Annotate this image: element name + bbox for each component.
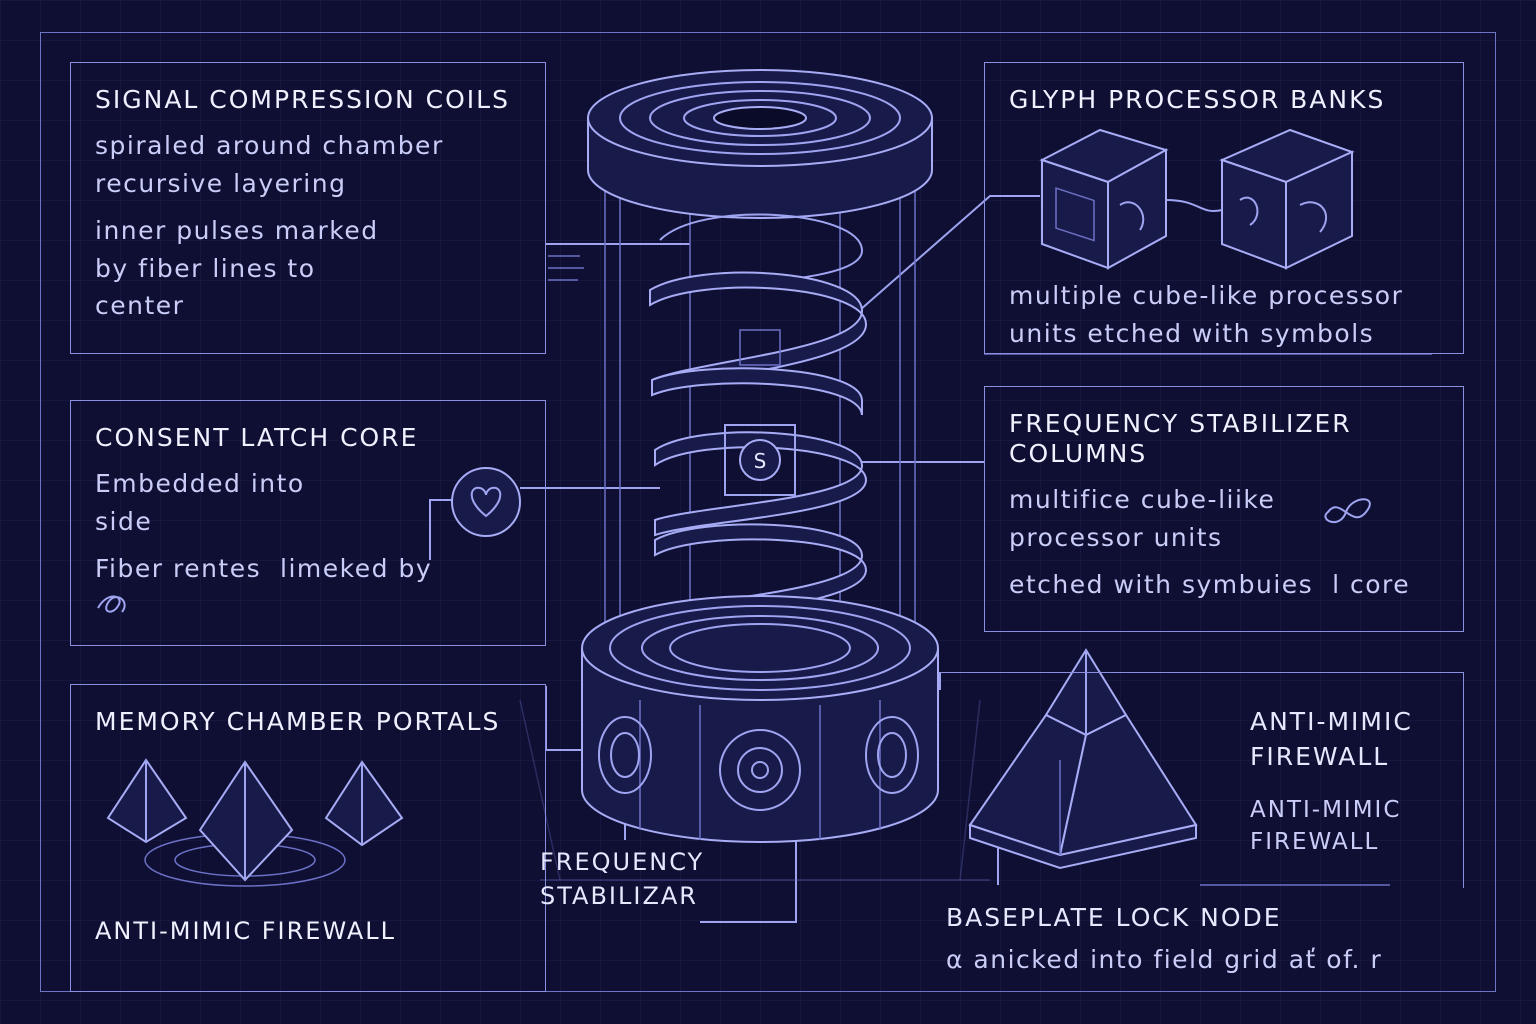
memory-chamber-panel: MEMORY CHAMBER PORTALS ANTI-MIMIC FIREWA… — [70, 684, 546, 992]
baseplate-text: α anicked into field grid ať of. r — [946, 942, 1382, 977]
baseplate-title: BASEPLATE LOCK NODE — [946, 900, 1282, 935]
panel-text: by fiber lines to — [95, 250, 521, 288]
panel-title: FREQUENCY STABILIZER — [1009, 409, 1439, 439]
panel-text: center — [95, 287, 521, 325]
anti-mimic-title: ANTI-MIMIC FIREWALL — [1250, 704, 1413, 774]
panel-text: multiple cube-like processor — [1009, 277, 1439, 315]
panel-text: units etched with symbols — [1009, 315, 1439, 353]
tick-marks — [548, 256, 584, 280]
panel-caption: ANTI-MIMIC FIREWALL — [95, 917, 396, 946]
frequency-stabilizar-label: FREQUENCY STABILIZAR — [540, 846, 704, 913]
panel-text: multifice cube-liike — [1009, 481, 1439, 519]
panel-title: MEMORY CHAMBER PORTALS — [95, 707, 521, 737]
panel-title: GLYPH PROCESSOR BANKS — [1009, 85, 1439, 115]
top-ring — [588, 70, 932, 218]
core-symbol-text: S — [754, 449, 767, 473]
spiral-coils — [650, 215, 866, 625]
panel-text: Embedded into — [95, 465, 521, 503]
anti-mimic-subtitle: ANTI-MIMIC FIREWALL — [1250, 794, 1401, 858]
panel-text: inner pulses marked — [95, 212, 521, 250]
panel-text: recursive layering — [95, 165, 521, 203]
panel-title: CONSENT LATCH CORE — [95, 423, 521, 453]
chamber-rails — [605, 180, 915, 660]
glyph-processor-panel: GLYPH PROCESSOR BANKS multiple cube-like… — [984, 62, 1464, 354]
panel-text: etched with symbuies l core — [1009, 566, 1439, 604]
panel-text: spiraled around chamber — [95, 127, 521, 165]
base-drum — [582, 596, 938, 842]
frequency-columns-panel: FREQUENCY STABILIZER COLUMNS multifice c… — [984, 386, 1464, 632]
panel-text: processor units — [1009, 519, 1439, 557]
panel-text: side — [95, 503, 521, 541]
panel-text: Fiber rentes limeked by — [95, 550, 521, 588]
consent-latch-panel: CONSENT LATCH CORE Embedded into side Fi… — [70, 400, 546, 646]
signal-compression-panel: SIGNAL COMPRESSION COILS spiraled around… — [70, 62, 546, 354]
panel-title: COLUMNS — [1009, 439, 1439, 469]
panel-title: SIGNAL COMPRESSION COILS — [95, 85, 521, 115]
